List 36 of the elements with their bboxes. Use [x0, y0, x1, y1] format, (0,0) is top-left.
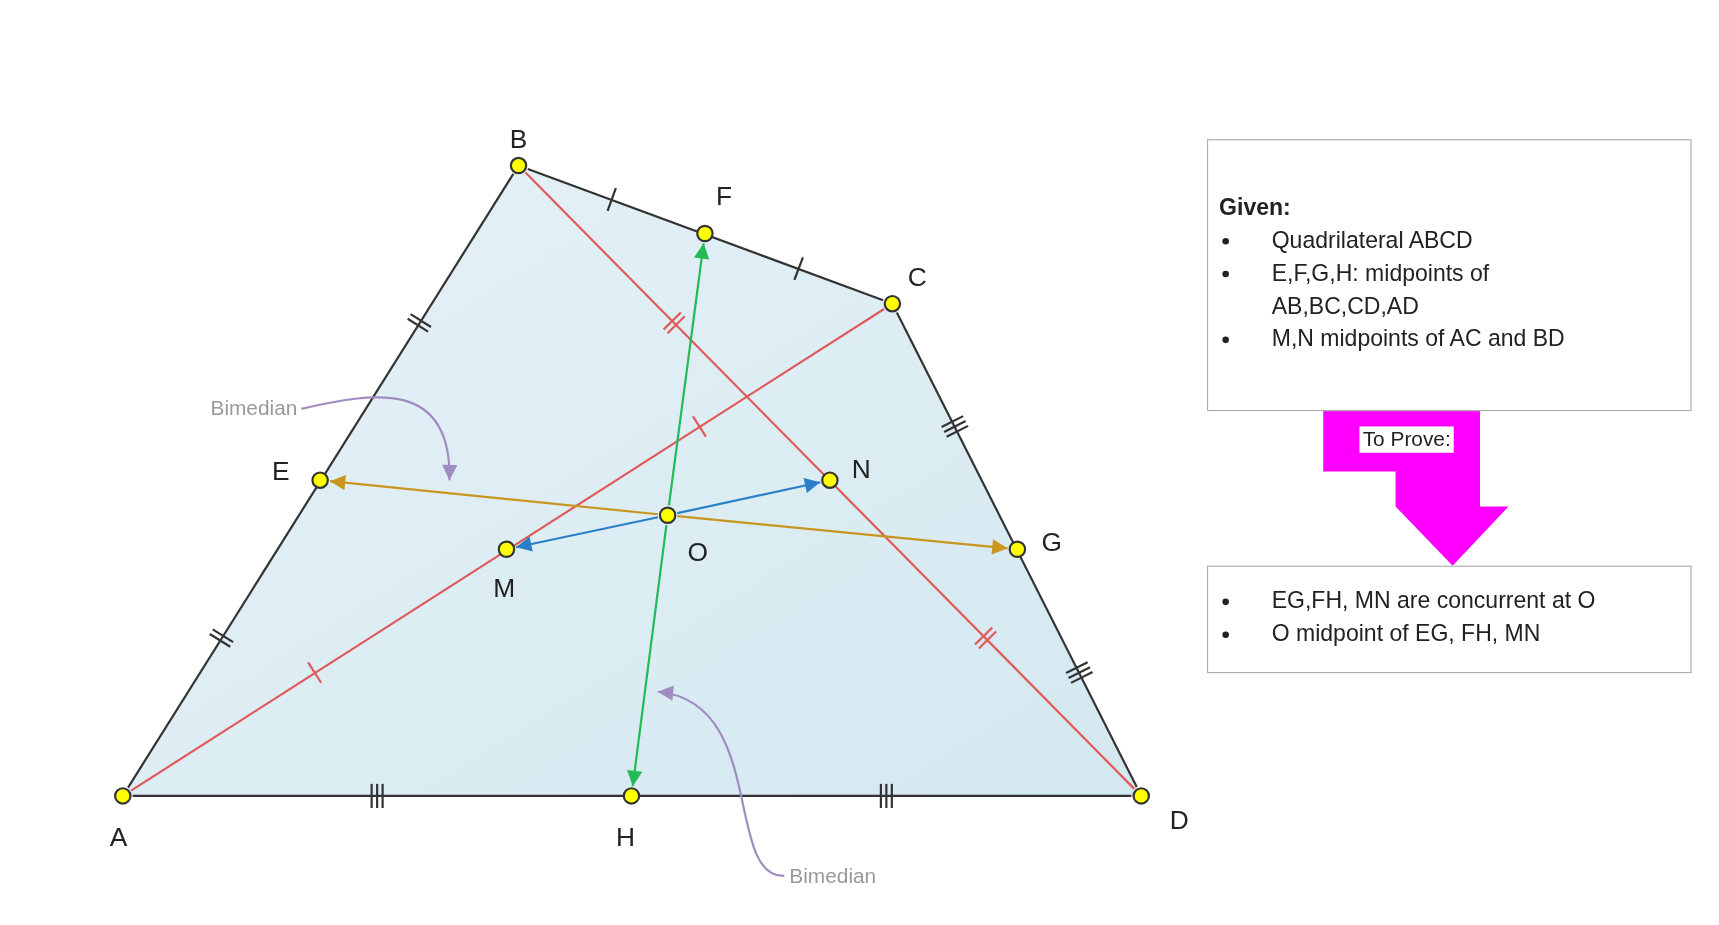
leader-line	[657, 687, 785, 877]
bullet-text: M,N midpoints of AC and BD	[1271, 325, 1565, 351]
point-label: M	[493, 575, 516, 602]
bullet-text: Quadrilateral ABCD	[1271, 226, 1473, 253]
arrow	[627, 524, 668, 787]
point-label: O	[687, 539, 708, 566]
line-segment	[527, 167, 884, 302]
point-label: G	[1041, 529, 1062, 556]
point-label: A	[109, 824, 128, 851]
arrow	[515, 516, 659, 552]
bullet-text: E,F,G,H: midpoints of AB,BC,CD,AD	[1271, 259, 1490, 318]
point-label: B	[509, 126, 528, 153]
edge-label: To Prove:	[1359, 426, 1454, 453]
heading: Given:	[1218, 193, 1292, 222]
point-label: E	[271, 458, 290, 485]
bullet-text: O midpoint of EG, FH, MN	[1271, 620, 1541, 646]
arrow	[329, 475, 658, 516]
arrow	[667, 243, 710, 506]
line-segment	[127, 173, 515, 789]
callout-text: Bimedian	[210, 396, 298, 421]
arrow	[677, 515, 1008, 555]
point-label: D	[1169, 806, 1189, 834]
point-label: H	[616, 824, 636, 851]
point-label: N	[851, 456, 871, 483]
line-segment	[895, 312, 1138, 788]
arrow	[677, 478, 821, 515]
line-segment	[130, 308, 885, 792]
point-label: C	[907, 264, 927, 291]
point-label: F	[715, 183, 732, 210]
leader-line	[301, 396, 457, 481]
text-box	[1207, 139, 1692, 412]
line-segment	[132, 794, 1132, 797]
callout-text: Bimedian	[789, 863, 877, 888]
bullet-text: EG,FH, MN are concurrent at O	[1271, 587, 1596, 613]
line-segment	[524, 171, 1136, 790]
text-box	[1207, 565, 1692, 674]
